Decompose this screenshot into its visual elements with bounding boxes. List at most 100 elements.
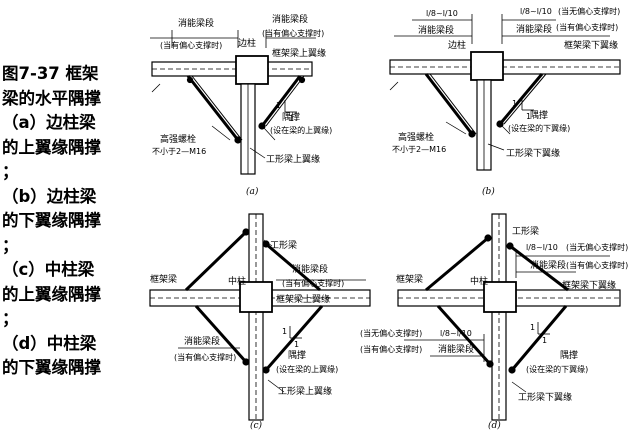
panel-d-labels: 工形梁 l/8~l/10 (当无偏心支撑时) 消能梁段 (当有偏心支撑时) 框架… bbox=[360, 225, 628, 431]
panel-b-letter: (b) bbox=[482, 186, 495, 197]
panel-d-link-top: 消能梁段 bbox=[530, 259, 566, 271]
panel-c-slope-run: 1 bbox=[294, 340, 299, 349]
panel-d-letter: (d) bbox=[488, 420, 501, 431]
panel-a-brace-right bbox=[260, 75, 302, 127]
panel-b-bolt-spec: 不小于2—M16 bbox=[392, 145, 446, 154]
panel-d-span-top: l/8~l/10 bbox=[526, 243, 558, 252]
panel-c-brace-ur bbox=[265, 242, 321, 292]
panel-d bbox=[397, 213, 621, 421]
panel-b-column bbox=[470, 51, 504, 81]
panel-d-link-bottom: 消能梁段 bbox=[438, 343, 474, 355]
panel-a-bolt-spec: 不小于2—M16 bbox=[152, 147, 206, 156]
panel-b-frame-beam-flange: 框架梁下翼缘 bbox=[564, 39, 618, 51]
panel-d-brace-ll bbox=[436, 304, 492, 366]
panel-a-brace-note: (设在梁的上翼缘) bbox=[270, 125, 332, 135]
panel-c-slope: 1 bbox=[282, 327, 287, 336]
panel-d-no-ecc-bottom: (当无偏心支撑时) bbox=[360, 328, 422, 338]
panel-c-column bbox=[239, 281, 273, 313]
panel-d-brace: 隅撑 bbox=[560, 349, 578, 361]
panel-b-slope: 1 bbox=[512, 99, 517, 108]
panel-b-edge-column: 边柱 bbox=[448, 39, 466, 51]
panel-d-brace-ur bbox=[509, 244, 569, 292]
panel-d-ecc-bottom: (当有偏心支撑时) bbox=[360, 344, 422, 354]
panel-d-link-top-note: (当有偏心支撑时) bbox=[566, 260, 628, 270]
panel-d-brace-lr bbox=[510, 305, 568, 371]
panel-a-slope-run: 1 bbox=[289, 114, 294, 123]
caption-line-8: ； bbox=[2, 235, 19, 255]
caption-line-11: ； bbox=[2, 309, 19, 328]
caption-line-3: （a）边柱梁 bbox=[2, 113, 96, 132]
caption-line-12: （d）中柱梁 bbox=[2, 333, 97, 353]
panel-d-no-ecc-top: (当无偏心支撑时) bbox=[566, 242, 628, 252]
panel-a-bolt: 高强螺栓 bbox=[160, 133, 196, 145]
panel-a-slope: 1 bbox=[276, 101, 281, 110]
panel-b-brace: 隅撑 bbox=[530, 109, 548, 121]
panel-b-brace-left bbox=[424, 73, 474, 135]
panel-d-ibeam-flange: 工形梁下翼缘 bbox=[518, 391, 572, 403]
panel-a-column bbox=[235, 55, 269, 85]
figure-caption: 图7-37 框架 梁的水平隅撑 （a）边柱梁 的上翼缘隅撑 ； （b）边柱梁 的… bbox=[2, 62, 120, 381]
panel-b-link-right: 消能梁段 bbox=[516, 23, 552, 35]
panel-b-brace-note: (设在梁的下翼缘) bbox=[508, 123, 570, 133]
panel-b-link-left: 消能梁段 bbox=[418, 24, 454, 36]
caption-line-10: 的上翼缘隅撑 bbox=[2, 284, 101, 304]
panel-a-frame-beam-flange: 框架梁上翼缘 bbox=[272, 47, 326, 59]
panel-a-labels: 消能梁段 (当有偏心支撑时) 消能梁段 (当有偏心支撑时) 边柱 框架梁上翼缘 … bbox=[152, 13, 332, 197]
panel-b-ibeam-flange: 工形梁下翼缘 bbox=[506, 147, 560, 159]
panel-b-brace-right bbox=[498, 73, 544, 125]
caption-line-4: 的上翼缘隅撑 bbox=[2, 137, 101, 157]
panel-d-slope: 1 bbox=[530, 323, 535, 332]
panel-c-labels: 工形梁 消能梁段 (当有偏心支撑时) 框架梁 中柱 框架梁上翼缘 消能梁段 (当… bbox=[150, 239, 344, 431]
panel-d-brace-note: (设在梁的下翼缘) bbox=[526, 364, 588, 374]
caption-line-9: （c）中柱梁 bbox=[2, 260, 95, 279]
panel-b-span-left: l/8~l/10 bbox=[426, 9, 458, 18]
caption-line-6: （b）边柱梁 bbox=[2, 186, 97, 206]
panel-d-column bbox=[483, 281, 517, 313]
panel-a-link-right: 消能梁段 bbox=[272, 13, 308, 25]
panel-c-link-bottom: 消能梁段 bbox=[184, 335, 220, 347]
caption-line-7: 的下翼缘隅撑 bbox=[2, 211, 101, 230]
panel-a-brace: 隅撑 bbox=[282, 111, 300, 123]
panel-c-brace-ll bbox=[194, 305, 248, 363]
panel-a-letter: (a) bbox=[246, 186, 259, 197]
panel-c-frame-beam: 框架梁 bbox=[150, 273, 177, 285]
panel-a-link-left-note: (当有偏心支撑时) bbox=[160, 40, 222, 50]
panel-d-mid-column: 中柱 bbox=[470, 275, 488, 287]
panel-a bbox=[150, 30, 316, 175]
panel-a-ibeam-flange: 工形梁上翼缘 bbox=[266, 153, 320, 165]
panel-a-link-right-note: (当有偏心支撑时) bbox=[262, 28, 324, 38]
panel-d-span-bottom: l/8~l/10 bbox=[440, 329, 472, 338]
panel-c-brace: 隅撑 bbox=[288, 349, 306, 361]
panel-c-letter: (c) bbox=[250, 420, 263, 431]
panel-c-ibeam-flange: 工形梁上翼缘 bbox=[278, 385, 332, 397]
panel-d-ibeam: 工形梁 bbox=[512, 225, 539, 237]
panel-c-brace-note: (设在梁的上翼缘) bbox=[276, 364, 338, 374]
caption-line-5: ； bbox=[2, 162, 19, 181]
caption-line-13: 的下翼缘隅撑 bbox=[2, 358, 101, 377]
caption-line-1: 图7-37 框架 bbox=[2, 64, 99, 83]
panel-c-link-top-note: (当有偏心支撑时) bbox=[282, 278, 344, 288]
panel-b-span-right: l/8~l/10 bbox=[520, 7, 552, 16]
panel-d-brace-ul bbox=[425, 236, 489, 292]
panel-c-mid-column: 中柱 bbox=[228, 275, 246, 287]
panel-b-labels: l/8~l/10 l/8~l/10 (当无偏心支撑时) 消能梁段 消能梁段 (当… bbox=[392, 6, 620, 197]
panel-a-link-left: 消能梁段 bbox=[178, 17, 214, 29]
panel-b-no-ecc: (当无偏心支撑时) bbox=[558, 6, 620, 16]
panel-d-frame-beam: 框架梁 bbox=[396, 273, 423, 285]
panel-c-link-bottom-note: (当有偏心支撑时) bbox=[174, 352, 236, 362]
panel-b bbox=[389, 14, 621, 171]
panel-c-link-top: 消能梁段 bbox=[292, 263, 328, 275]
panel-d-slope-run: 1 bbox=[542, 336, 547, 345]
panel-d-frame-beam-flange: 框架梁下翼缘 bbox=[562, 279, 616, 291]
panel-b-link-right-note: (当有偏心支撑时) bbox=[556, 22, 618, 32]
panel-c-frame-beam-flange: 框架梁上翼缘 bbox=[276, 293, 330, 305]
panel-c bbox=[149, 213, 371, 421]
panel-b-bolt: 高强螺栓 bbox=[398, 131, 434, 143]
panel-a-edge-column: 边柱 bbox=[238, 37, 256, 49]
panel-b-slope-run: 1 bbox=[526, 112, 531, 121]
caption-line-2: 梁的水平隅撑 bbox=[2, 88, 101, 108]
panel-c-brace-ul bbox=[184, 230, 248, 292]
panel-a-brace-left bbox=[186, 75, 240, 141]
panel-c-ibeam: 工形梁 bbox=[270, 239, 297, 251]
